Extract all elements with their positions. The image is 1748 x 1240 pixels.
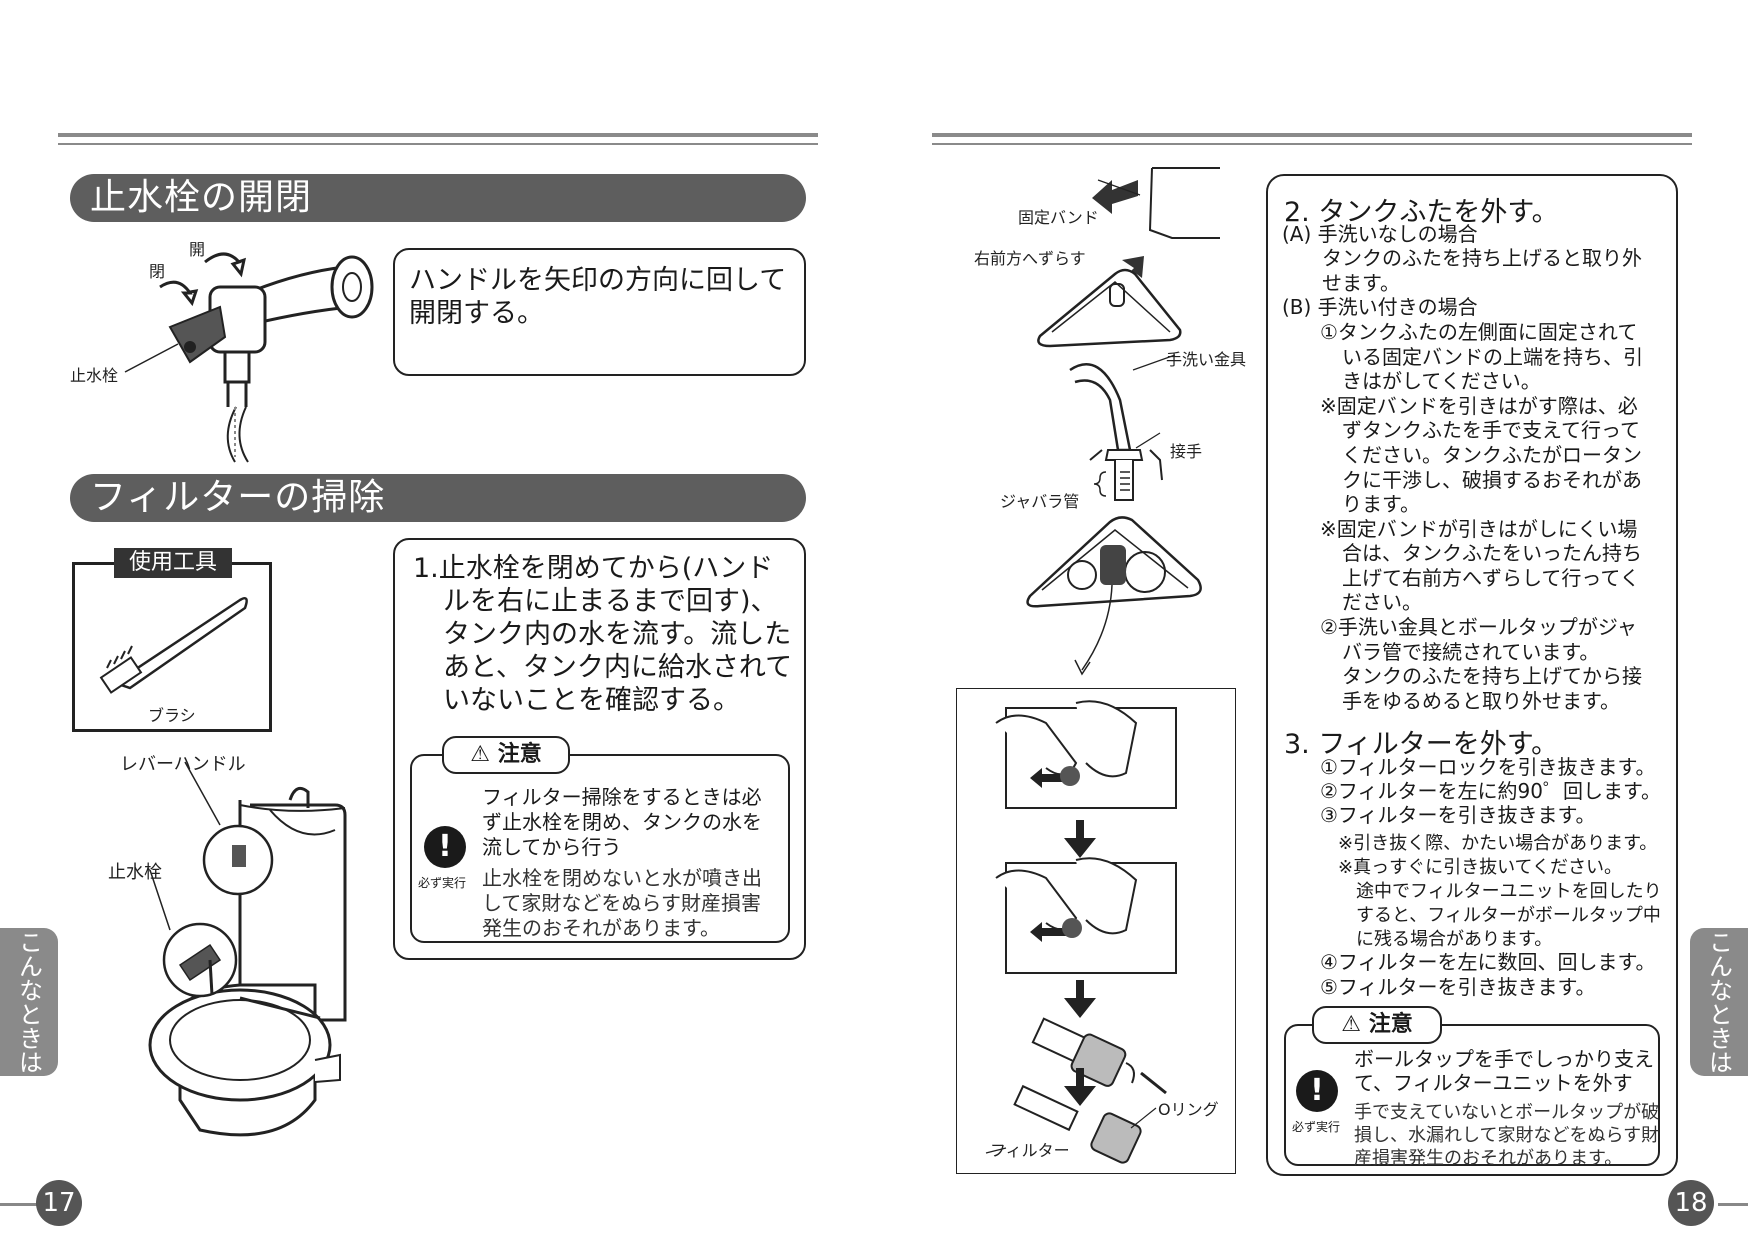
side-tab-left[interactable]: こんなときは <box>0 928 58 1076</box>
step2-n1-line-4: クに干渉し、破損するおそれがあ <box>1342 468 1642 492</box>
section-title-filter: フィルターの掃除 <box>70 474 806 522</box>
caution-tab-right: ⚠ 注意 <box>1312 1006 1442 1044</box>
step2-title: 2. タンクふたを外す。 <box>1284 197 1559 228</box>
filter-step1-line-5: いないことを確認する。 <box>443 685 740 716</box>
must-do-label-right: 必ず実行 <box>1292 1120 1341 1134</box>
filter-step1-line-1: 1.止水栓を閉めてから(ハンド <box>413 553 774 584</box>
valve-illustration <box>124 252 374 463</box>
caution-title-right: 注意 <box>1368 1012 1413 1037</box>
filter-removal-steps <box>985 700 1177 1164</box>
label-filter: フィルター <box>990 1141 1070 1160</box>
toilet-illustration <box>148 761 347 1137</box>
filter-step1-line-3: タンク内の水を流す。流した <box>443 619 792 650</box>
lever-handle-label: レバーハンドル <box>120 754 246 775</box>
must-do-icon-left: ! <box>424 826 466 868</box>
caution-right-bold-1: ボールタップを手でしっかり支え <box>1354 1047 1654 1071</box>
filter-removal-panel <box>956 688 1236 1174</box>
caution-box-right <box>1284 1024 1660 1166</box>
brush-icon <box>99 597 248 694</box>
caution-left-line-1: 止水栓を閉めないと水が噴き出 <box>482 866 762 890</box>
valve-label-toilet: 止水栓 <box>108 862 162 883</box>
step2-b1-line-3: きはがしてください。 <box>1342 369 1541 393</box>
caution-title-left: 注意 <box>497 742 542 767</box>
caution-right-line-3: 産損害発生のおそれがあります。 <box>1354 1148 1623 1169</box>
label-faucet: 手洗い金具 <box>1166 350 1247 369</box>
caution-tab-left: ⚠ 注意 <box>442 736 570 774</box>
filter-step1-line-2: ルを右に止まるまで回す)、 <box>443 586 778 617</box>
caution-left-line-2: して家財などをぬらす財産損害 <box>482 891 761 915</box>
header-rule-left <box>58 133 818 137</box>
label-close: 閉 <box>149 262 166 281</box>
step2-b2-line-1: ②手洗い金具とボールタップがジャ <box>1320 615 1637 639</box>
section-title-valve: 止水栓の開閉 <box>70 174 806 222</box>
step2-n1-line-5: ります。 <box>1342 492 1420 516</box>
warning-icon-right: ⚠ <box>1341 1012 1362 1037</box>
step3-note-1: ※引き抜く際、かたい場合があります。 <box>1338 833 1658 854</box>
step2-n2-line-1: ※固定バンドが引きはがしにくい場 <box>1320 517 1638 541</box>
step2-a-head: (A) 手洗いなしの場合 <box>1282 222 1478 246</box>
label-oring: Oリング <box>1158 1100 1219 1119</box>
label-band: 固定バンド <box>1018 208 1099 227</box>
step2-b1-line-2: いる固定バンドの上端を持ち、引 <box>1342 345 1643 369</box>
page-number-right: 18 <box>1668 1180 1714 1226</box>
step2-a-line-1: タンクのふたを持ち上げると取り外 <box>1322 246 1642 270</box>
brush-label: ブラシ <box>148 706 196 725</box>
caution-left-bold-3: 流してから行う <box>482 835 622 859</box>
header-rule-right-thin <box>932 143 1692 145</box>
valve-instruction-text: ハンドルを矢印の方向に回して開閉する。 <box>409 265 787 329</box>
step3-item-2: ②フィルターを左に約90゜回します。 <box>1320 779 1661 803</box>
step3-item-4: ④フィルターを左に数回、回します。 <box>1320 950 1656 974</box>
step2-b2-line-3: タンクのふたを持ち上げてから接 <box>1342 664 1642 688</box>
step3-item-1: ①フィルターロックを引き抜きます。 <box>1320 755 1656 779</box>
tank-lid-diagram <box>1026 167 1220 676</box>
caution-left-line-3: 発生のおそれがあります。 <box>482 916 720 940</box>
step3-item-3: ③フィルターを引き抜きます。 <box>1320 803 1596 827</box>
footer-rule-right <box>1718 1203 1748 1206</box>
step2-a-line-2: せます。 <box>1322 271 1400 295</box>
label-joint: 接手 <box>1170 442 1203 461</box>
step2-n1-line-2: ずタンクふたを手で支えて行って <box>1342 418 1640 442</box>
header-rule-right <box>932 133 1692 137</box>
step3-note-cont-2: すると、フィルターがボールタップ中 <box>1356 905 1661 926</box>
label-shift: 右前方へずらす <box>974 249 1086 268</box>
caution-right-bold-2: て、フィルターユニットを外す <box>1354 1071 1633 1095</box>
step2-b2-line-4: 手をゆるめると取り外せます。 <box>1342 689 1620 713</box>
step2-n2-line-3: 上げて右前方へずらして行ってく <box>1342 566 1640 590</box>
step2-b1-line-1: ①タンクふたの左側面に固定されて <box>1320 320 1638 344</box>
step3-note-cont-3: に残る場合があります。 <box>1356 929 1553 950</box>
step2-n2-line-4: ださい。 <box>1342 590 1422 614</box>
step3-title: 3. フィルターを外す。 <box>1284 729 1559 760</box>
tools-title: 使用工具 <box>114 548 232 578</box>
caution-right-line-1: 手で支えていないとボールタップが破 <box>1354 1102 1660 1123</box>
step2-n1-line-1: ※固定バンドを引きはがす際は、必 <box>1320 394 1638 418</box>
step2-n2-line-2: 合は、タンクふたをいったん持ち <box>1342 541 1642 565</box>
instruction-box-valve: ハンドルを矢印の方向に回して開閉する。 <box>393 248 806 376</box>
label-bellows: ジャバラ管 <box>1000 492 1080 511</box>
step2-b2-line-2: バラ管で接続されています。 <box>1342 640 1600 664</box>
footer-rule-left <box>0 1203 40 1206</box>
caution-left-bold-1: フィルター掃除をするときは必 <box>482 785 762 809</box>
step3-item-5: ⑤フィルターを引き抜きます。 <box>1320 975 1596 999</box>
caution-right-line-2: 損し、水漏れして家財などをぬらす財 <box>1354 1125 1660 1146</box>
side-tab-right[interactable]: こんなときは <box>1690 928 1748 1076</box>
step2-b-head: (B) 手洗い付きの場合 <box>1282 295 1478 319</box>
must-do-icon-right: ! <box>1296 1070 1338 1112</box>
filter-step1-line-4: あと、タンク内に給水されて <box>443 652 793 683</box>
header-rule-left-thin <box>58 143 818 145</box>
caution-left-bold-2: ず止水栓を閉め、タンクの水を <box>482 810 762 834</box>
caution-box-left <box>410 754 790 943</box>
page-number-left: 17 <box>36 1180 82 1226</box>
label-open: 開 <box>189 240 206 259</box>
label-valve: 止水栓 <box>70 366 119 385</box>
step3-note-cont-1: 途中でフィルターユニットを回したり <box>1356 881 1662 902</box>
warning-icon: ⚠ <box>470 742 491 767</box>
must-do-label-left: 必ず実行 <box>418 876 467 890</box>
step3-note-2: ※真っすぐに引き抜いてください。 <box>1338 857 1623 878</box>
step2-n1-line-3: ください。タンクふたがロータン <box>1342 443 1642 467</box>
